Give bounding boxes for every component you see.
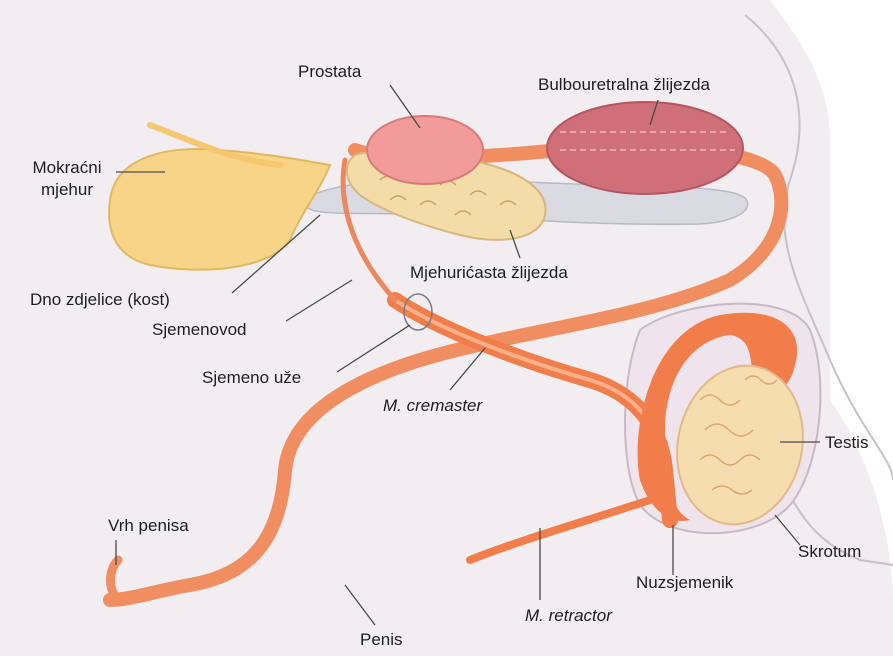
label-mjehuricasta: Mjehurićasta žlijezda: [410, 263, 568, 283]
label-dno-zdjelice: Dno zdjelice (kost): [30, 290, 170, 310]
prostate-gland: [367, 116, 483, 184]
label-nuzsjemenik: Nuzsjemenik: [636, 573, 733, 593]
label-penis: Penis: [360, 630, 403, 650]
label-sjemeno-uze: Sjemeno uže: [202, 368, 301, 388]
label-mokracni: Mokraćni: [22, 158, 112, 178]
label-bulbouretralna: Bulbouretralna žlijezda: [538, 75, 710, 95]
label-vrh-penisa: Vrh penisa: [108, 516, 189, 536]
label-sjemenovod: Sjemenovod: [152, 320, 247, 340]
label-skrotum: Skrotum: [798, 542, 861, 562]
label-cremaster: M. cremaster: [383, 396, 482, 416]
label-prostata: Prostata: [298, 62, 361, 82]
label-mjehur: mjehur: [22, 180, 112, 200]
bulbourethral-gland: [547, 102, 743, 194]
label-testis: Testis: [825, 433, 868, 453]
label-retractor: M. retractor: [525, 606, 612, 626]
